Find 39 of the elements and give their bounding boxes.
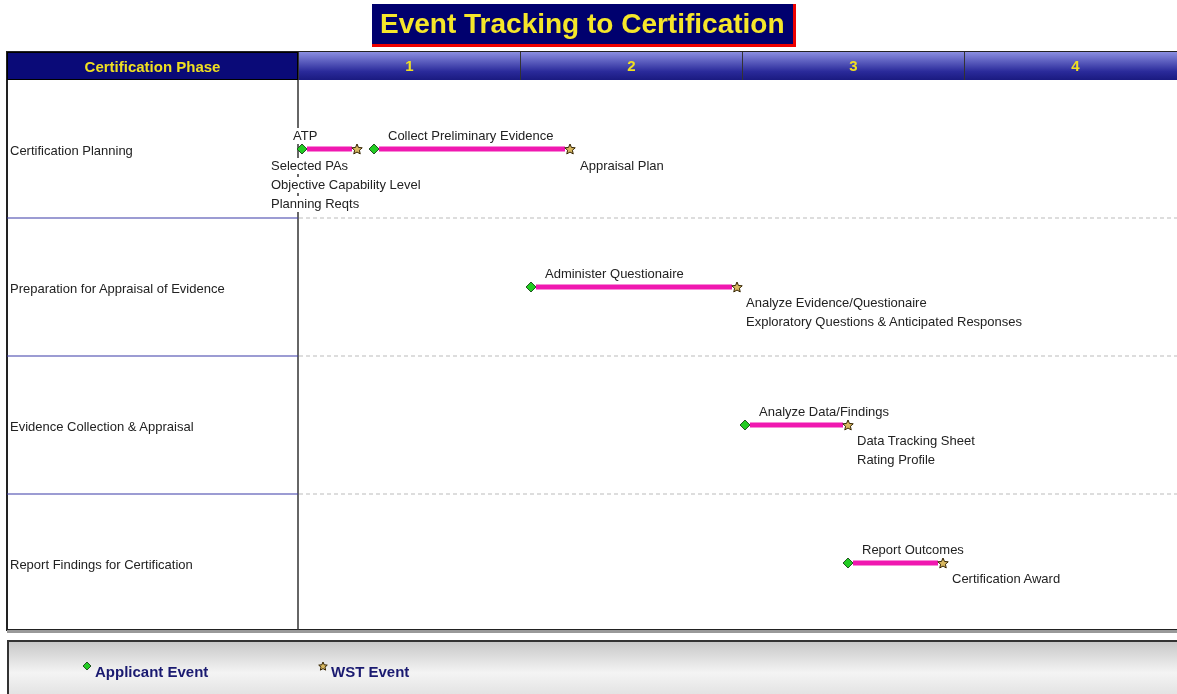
deliverable-note: Data Tracking Sheet — [857, 433, 975, 449]
deliverable-note: Objective Capability Level — [271, 177, 421, 193]
deliverable-note: Appraisal Plan — [580, 158, 664, 174]
edge-label: Administer Questionaire — [544, 266, 685, 282]
star-marker — [731, 281, 743, 293]
legend-label: Applicant Event — [95, 663, 209, 680]
duration-bar — [853, 560, 938, 566]
step-header: 1 — [298, 52, 520, 80]
phase-label: Preparation for Appraisal of Evidence — [10, 281, 225, 297]
diamond-marker — [525, 281, 537, 293]
deliverable-note: Rating Profile — [857, 452, 936, 468]
edge-label: Analyze Data/Findings — [758, 404, 891, 420]
star-marker — [937, 557, 949, 569]
duration-bar — [536, 284, 732, 290]
deliverable-note: Selected PAs — [271, 158, 349, 174]
step-header: 3 — [742, 52, 964, 80]
diamond-marker — [842, 557, 854, 569]
deliverable-note: Analyze Evidence/Questionaire — [746, 295, 927, 311]
star-marker — [842, 419, 854, 431]
title-banner: Event Tracking to Certification — [372, 4, 796, 47]
edge-label: Report Outcomes — [861, 542, 965, 558]
duration-bar — [307, 146, 352, 152]
step-header: 2 — [520, 52, 742, 80]
duration-bar — [750, 422, 843, 428]
column-header: Certification Phase — [7, 52, 298, 80]
phase-label: Certification Planning — [10, 143, 133, 159]
step-header: 4 — [964, 52, 1177, 80]
edge-label: Collect Preliminary Evidence — [387, 128, 555, 144]
deliverable-note: Exploratory Questions & Anticipated Responses — [746, 314, 1023, 330]
phase-label: Evidence Collection & Appraisal — [10, 419, 194, 435]
deliverable-note: Planning Reqts — [271, 196, 360, 212]
star-marker — [564, 143, 576, 155]
diamond-marker — [368, 143, 380, 155]
legend-label: WST Event — [331, 663, 410, 680]
duration-bar — [379, 146, 565, 152]
edge-label: ATP — [292, 128, 319, 144]
diamond-marker — [739, 419, 751, 431]
phase-label: Report Findings for Certification — [10, 557, 193, 573]
star-marker — [351, 143, 363, 155]
